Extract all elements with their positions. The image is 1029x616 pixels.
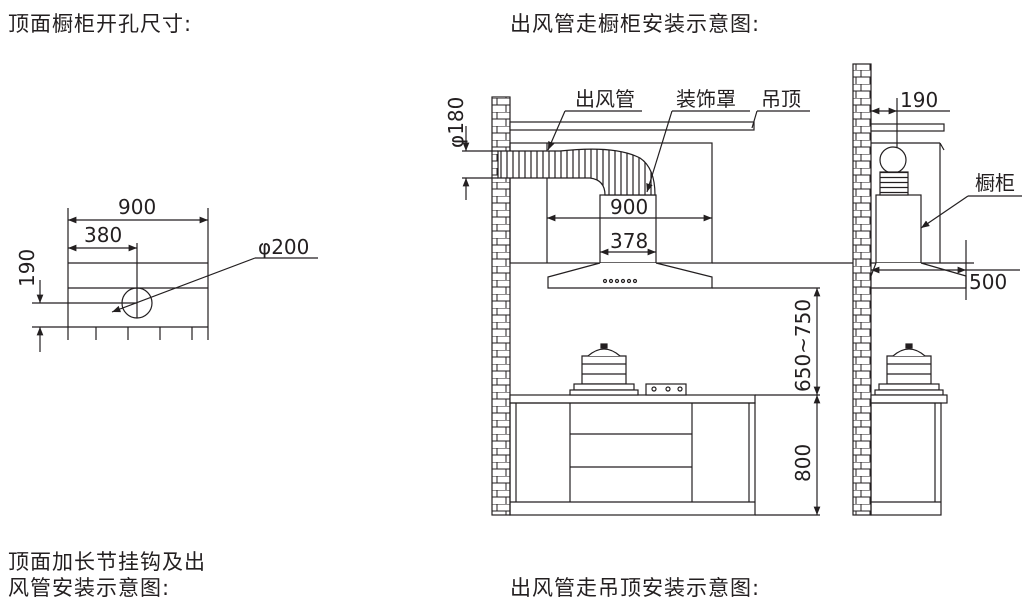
cutout-width-label: 900 <box>118 195 156 219</box>
side-cabinet-label: 橱柜 <box>975 171 1015 195</box>
cutout-hole-label: φ200 <box>258 235 309 259</box>
cutout-offset-label: 380 <box>84 223 122 247</box>
title-extension-line2: 风管安装示意图: <box>8 576 171 600</box>
front-view <box>462 96 974 516</box>
side-depth-label: 500 <box>969 270 1007 294</box>
front-counter-height-label: 800 <box>791 444 815 482</box>
front-duct-label: 出风管 <box>575 87 635 111</box>
side-duct-outlet <box>879 146 907 174</box>
side-flexible-duct <box>879 171 909 196</box>
side-wall <box>852 63 872 516</box>
side-view <box>852 63 1022 516</box>
front-hood-inner-label: 378 <box>610 229 648 253</box>
front-wall <box>491 96 511 516</box>
front-diameter-label: φ180 <box>444 97 468 148</box>
title-extension-line1: 顶面加长节挂钩及出 <box>8 550 206 574</box>
cutout-height-label: 190 <box>15 249 39 287</box>
front-flexible-duct <box>497 148 656 196</box>
title-cutout: 顶面橱柜开孔尺寸: <box>8 12 193 36</box>
front-cover-label: 装饰罩 <box>676 87 736 111</box>
side-offset-label: 190 <box>900 88 938 112</box>
cutout-diagram <box>32 208 318 352</box>
title-duct-cabinet: 出风管走橱柜安装示意图: <box>510 12 761 36</box>
title-duct-ceiling: 出风管走吊顶安装示意图: <box>510 576 761 600</box>
front-ceiling-label: 吊顶 <box>761 87 801 111</box>
front-cover-width-label: 900 <box>610 195 648 219</box>
front-hood-height-label: 650~750 <box>791 299 815 392</box>
